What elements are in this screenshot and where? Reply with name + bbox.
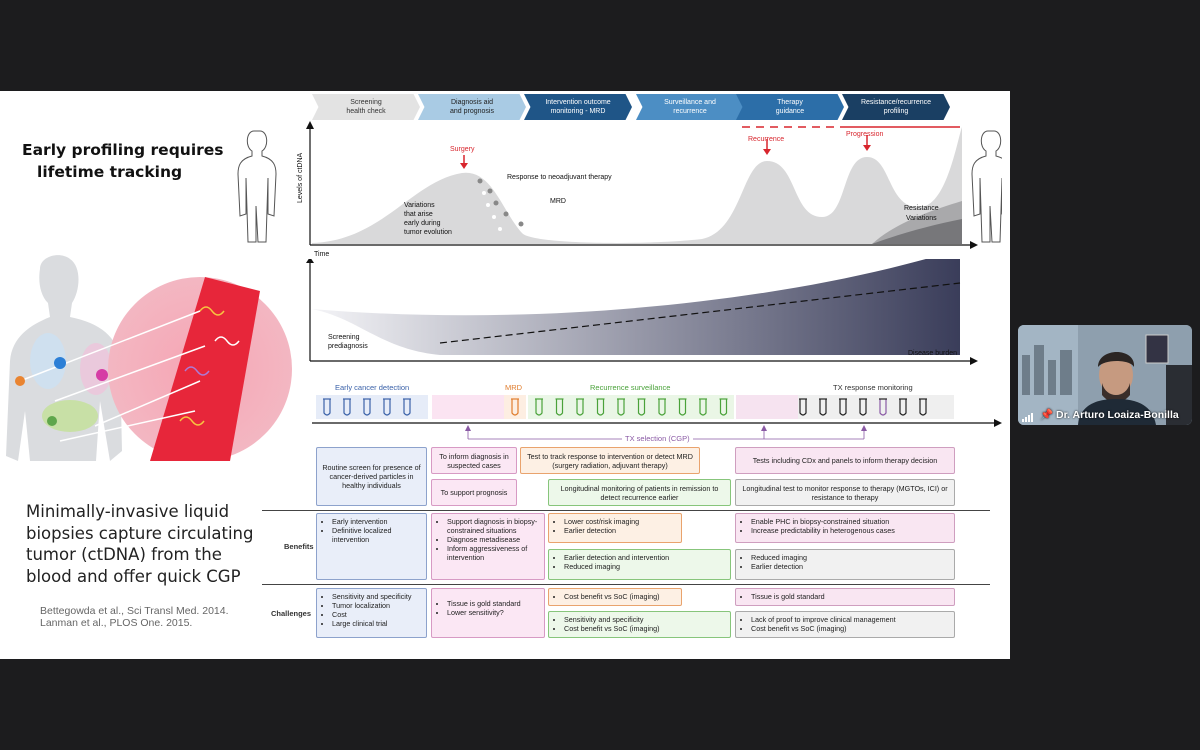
y-axis-label: Levels of ctDNA xyxy=(297,152,304,203)
benefit-mrd-box: Lower cost/risk imagingEarlier detection xyxy=(548,513,682,543)
presentation-slide: Early profiling requires lifetime tracki… xyxy=(0,91,1010,659)
slide-body-text: Minimally-invasive liquid biopsies captu… xyxy=(26,501,276,587)
blood-tube-icon xyxy=(576,399,584,416)
challenge-early-box: Sensitivity and specificityTumor localiz… xyxy=(316,588,427,638)
references: Bettegowda et al., Sci Transl Med. 2014.… xyxy=(40,605,229,629)
challenge-mrd-box: Cost benefit vs SoC (imaging) xyxy=(548,588,682,606)
title-line: Early profiling requires xyxy=(22,141,224,159)
blood-tube-icon xyxy=(919,399,927,416)
svg-text:Variations: Variations xyxy=(404,202,435,209)
cdx-box: Tests including CDx and panels to inform… xyxy=(735,447,955,474)
svg-text:that arise: that arise xyxy=(404,211,433,218)
svg-text:early during: early during xyxy=(404,220,441,227)
x-axis-label: Time xyxy=(314,251,329,258)
routine-screen-box: Routine screen for presence of cancer-de… xyxy=(316,447,427,506)
svg-text:tumor evolution: tumor evolution xyxy=(404,229,452,236)
blood-tube-icon xyxy=(383,399,391,416)
blood-tube-icon xyxy=(363,399,371,416)
pin-icon: 📌 xyxy=(1040,409,1054,421)
participant-name: 📌 Dr. Arturo Loaiza-Bonilla xyxy=(1040,408,1179,421)
signal-strength-icon xyxy=(1022,409,1036,422)
blood-tube-icon xyxy=(343,399,351,416)
blood-tube-icon xyxy=(596,399,605,416)
benefit-tx-box: Enable PHC in biopsy-constrained situati… xyxy=(735,513,955,543)
benefit-tx2-box: Reduced imagingEarlier detection xyxy=(735,549,955,580)
challenge-tx2-box: Lack of proof to improve clinical manage… xyxy=(735,611,955,638)
benefit-recurrence-box: Earlier detection and interventionReduce… xyxy=(548,549,731,580)
screening-label-1: Screening xyxy=(328,334,360,341)
tx-selection-label: TX selection (CGP) xyxy=(622,434,693,443)
blood-tube-icon xyxy=(617,399,625,416)
blood-tube-icon xyxy=(899,399,907,416)
blood-tube-icon xyxy=(839,399,847,416)
reference-line: Lanman et al., PLOS One. 2015. xyxy=(40,617,193,629)
burden-x-label: Disease burden xyxy=(908,350,957,357)
blood-tube-icon xyxy=(699,399,707,416)
blood-tube-icon xyxy=(719,399,728,416)
recurrence-label: Recurrence xyxy=(748,136,784,143)
blood-tube-icon xyxy=(799,399,807,416)
surgery-label: Surgery xyxy=(450,146,475,153)
row-divider xyxy=(262,510,990,511)
section-recurrence-label: Recurrence surveillance xyxy=(590,383,671,392)
support-prognosis-box: To support prognosis xyxy=(431,479,517,506)
body-line: blood and offer quick CGP xyxy=(26,566,241,586)
screening-label-2: prediagnosis xyxy=(328,343,368,350)
challenge-recurrence-box: Sensitivity and specificityCost benefit … xyxy=(548,611,731,638)
participant-video-tile[interactable]: 📌 Dr. Arturo Loaiza-Bonilla xyxy=(1018,325,1192,425)
reference-line: Bettegowda et al., Sci Transl Med. 2014. xyxy=(40,605,229,617)
variations-left-label: Variations that arise early during tumor… xyxy=(404,202,452,236)
variations-right-label: Variations xyxy=(906,215,937,222)
ctdna-curve-panel: Levels of ctDNA Time Surgery Response to… xyxy=(237,121,1002,258)
blood-tube-icon xyxy=(819,399,827,416)
blood-tube-icon xyxy=(511,399,519,416)
blood-tube-icon xyxy=(535,399,543,416)
longitudinal-monitoring-box: Longitudinal monitoring of patients in r… xyxy=(548,479,731,506)
slide-title: Early profiling requires lifetime tracki… xyxy=(22,139,232,183)
title-line: lifetime tracking xyxy=(37,163,183,181)
participant-name-text: Dr. Arturo Loaiza-Bonilla xyxy=(1056,409,1179,421)
section-tx-label: TX response monitoring xyxy=(833,383,913,392)
mrd-curve-label: MRD xyxy=(550,198,566,205)
benefits-row-label: Benefits xyxy=(284,542,314,551)
challenge-tx-box: Tissue is gold standard xyxy=(735,588,955,606)
disease-burden-panel: Screening prediagnosis Disease burden xyxy=(306,259,978,365)
blood-tube-icon xyxy=(637,399,646,416)
blood-tube-icon xyxy=(678,399,687,416)
body-line: tumor (ctDNA) from the xyxy=(26,545,222,564)
body-line: biopsies capture circulating xyxy=(26,523,254,543)
challenge-diagnosis-box: Tissue is gold standardLower sensitivity… xyxy=(431,588,545,638)
section-mrd-label: MRD xyxy=(505,383,523,392)
benefit-early-box: Early interventionDefinitive localized i… xyxy=(316,513,427,580)
body-line: Minimally-invasive liquid xyxy=(26,502,230,521)
row-divider xyxy=(262,584,990,585)
blood-tube-icon xyxy=(403,399,411,416)
blood-tube-icon xyxy=(859,399,867,416)
blood-tube-icon xyxy=(323,399,331,416)
blood-tube-icon xyxy=(555,399,564,416)
blood-tube-icon xyxy=(879,399,887,416)
progression-label: Progression xyxy=(846,131,883,138)
neoadjuvant-label: Response to neoadjuvant therapy xyxy=(507,174,612,181)
participant-video-frame xyxy=(1018,325,1192,425)
liquid-biopsy-illustration xyxy=(6,255,292,461)
inform-diagnosis-box: To inform diagnosis in suspected cases xyxy=(431,447,517,474)
blood-tube-icon xyxy=(658,399,666,416)
challenges-row-label: Challenges xyxy=(271,609,312,618)
section-early-label: Early cancer detection xyxy=(335,383,410,392)
benefit-diagnosis-box: Support diagnosis in biopsy-constrained … xyxy=(431,513,545,580)
test-track-box: Test to track response to intervention o… xyxy=(520,447,700,474)
resistance-label: Resistance xyxy=(904,205,939,212)
longitudinal-test-box: Longitudinal test to monitor response to… xyxy=(735,479,955,506)
blood-tube-band xyxy=(312,395,1002,440)
